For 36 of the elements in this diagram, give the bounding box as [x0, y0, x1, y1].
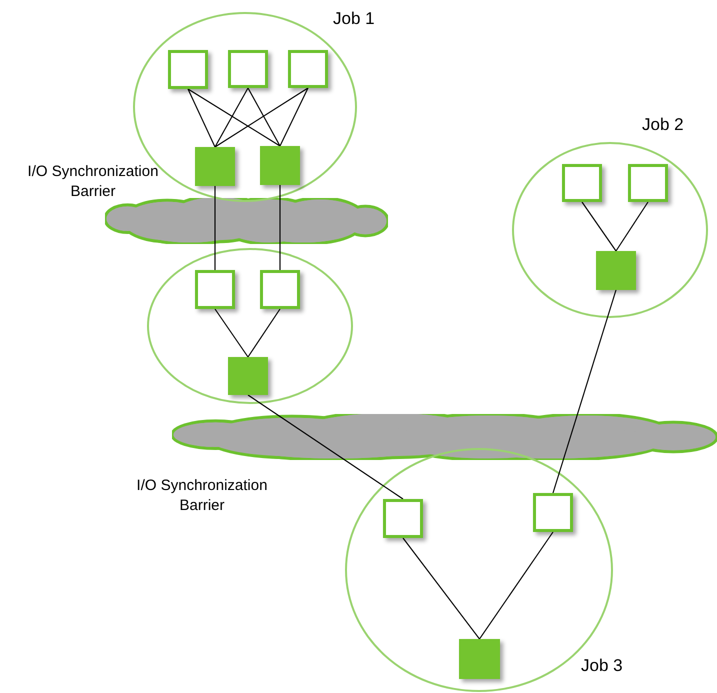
connector-line: [188, 88, 216, 148]
outlined-square: [260, 270, 300, 309]
filled-square: [260, 146, 300, 185]
connector-line: [248, 394, 404, 500]
outlined-square: [288, 50, 328, 88]
connector-line: [214, 88, 248, 148]
connector-line: [616, 202, 648, 252]
filled-square: [596, 251, 636, 290]
outlined-square: [168, 50, 208, 89]
connector-line: [248, 308, 280, 358]
filled-square: [195, 147, 235, 186]
connector-line: [248, 88, 280, 146]
outlined-square: [628, 164, 668, 202]
job-label: Job 3: [581, 655, 623, 677]
connector-line: [214, 186, 216, 270]
job-ellipse: [147, 248, 353, 404]
connector-line: [280, 88, 308, 146]
barrier-label: I/O Synchronization Barrier: [136, 476, 268, 516]
connector-line: [582, 202, 616, 252]
connector-line: [402, 538, 480, 640]
filled-square: [459, 639, 500, 679]
connector-line: [479, 532, 554, 640]
connector-line: [214, 308, 248, 358]
outlined-square: [383, 499, 423, 538]
barrier-label: I/O Synchronization Barrier: [26, 162, 160, 202]
filled-square: [228, 357, 268, 395]
outlined-square: [562, 164, 602, 202]
outlined-square: [533, 493, 573, 532]
connector-line: [279, 185, 281, 270]
connector-line: [552, 290, 617, 494]
job-label: Job 1: [333, 8, 375, 30]
connector-line: [214, 88, 308, 148]
connector-line: [188, 88, 280, 146]
outlined-square: [228, 50, 268, 88]
job-label: Job 2: [642, 114, 684, 136]
outlined-square: [195, 270, 235, 309]
